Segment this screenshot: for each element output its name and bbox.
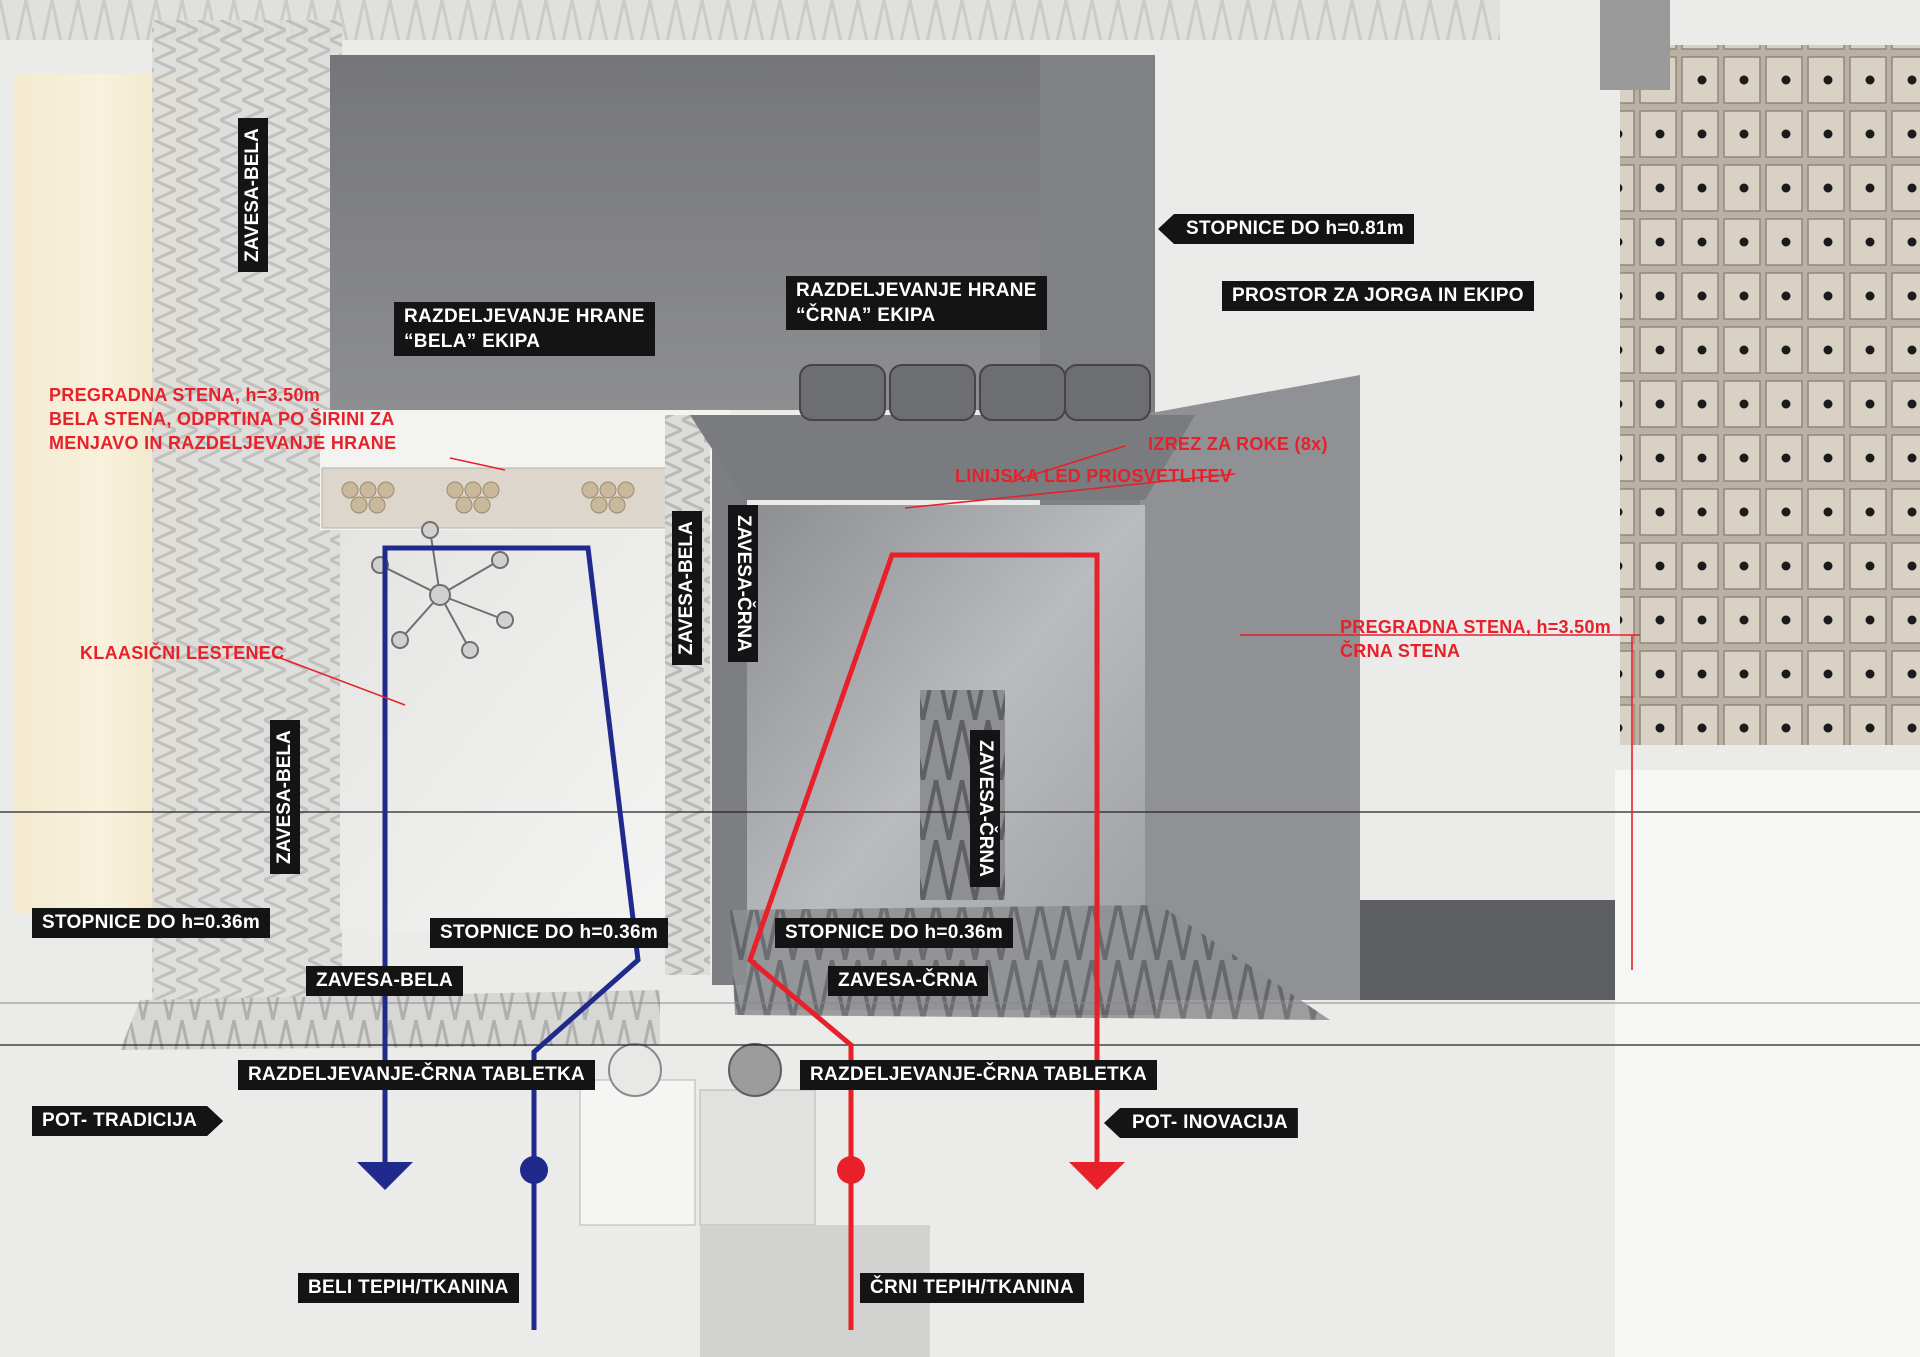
- serving-station-left: [579, 1079, 696, 1226]
- bottom-curtain-white: [120, 990, 660, 1050]
- label-zavesa-bela-mid: ZAVESA-BELA: [672, 511, 702, 665]
- label-pot-inovacija: POT- INOVACIJA: [1104, 1108, 1298, 1138]
- label-razdeljevanje-bela-line2: “BELA” EKIPA: [404, 331, 541, 352]
- path-innovation: [747, 552, 1100, 1330]
- label-stopnice-081: STOPNICE DO h=0.81m: [1158, 214, 1415, 244]
- label-razdeljevanje-crna-line2: “ČRNA” EKIPA: [796, 305, 936, 326]
- path-tradition-start-dot: [520, 1156, 548, 1184]
- annotation-izrez-za-roke: IZREZ ZA ROKE (8x): [1148, 434, 1328, 454]
- dark-room-top: [330, 55, 1155, 410]
- path-tradition: [382, 545, 641, 1330]
- path-innovation-start-dot: [837, 1156, 865, 1184]
- annotation-leaders: [274, 445, 1640, 970]
- right-floor: [1615, 770, 1920, 1357]
- label-pot-tradicija: POT- TRADICIJA: [32, 1106, 223, 1136]
- annotation-pregradna-crna: PREGRADNA STENA, h=3.50m ČRNA STENA: [1340, 615, 1611, 663]
- annotation-pregradna-bela-line1: PREGRADNA STENA, h=3.50m: [49, 385, 321, 405]
- central-curtain-white: [665, 415, 710, 975]
- label-zavesa-bela-left: ZAVESA-BELA: [270, 720, 300, 874]
- serving-counter: [690, 415, 1195, 500]
- right-block-top: [1600, 0, 1670, 90]
- label-zavesa-crna-right: ZAVESA-ČRNA: [970, 730, 1000, 887]
- white-room-floor: [340, 520, 670, 930]
- label-stopnice-036-left: STOPNICE DO h=0.36m: [32, 908, 271, 938]
- label-stopnice-036-center: STOPNICE DO h=0.36m: [430, 918, 669, 948]
- label-zavesa-crna-mid: ZAVESA-ČRNA: [728, 505, 758, 662]
- label-razdeljevanje-bela-line1: RAZDELJEVANJE HRANE: [404, 306, 645, 327]
- label-razdeljevanje-crna-line1: RAZDELJEVANJE HRANE: [796, 280, 1037, 301]
- label-razdeljevanje-bela: RAZDELJEVANJE HRANE “BELA” EKIPA: [394, 302, 655, 356]
- annotation-pregradna-bela-line3: MENJAVO IN RAZDELJEVANJE HRANE: [49, 433, 397, 453]
- label-zavesa-crna-bottom: ZAVESA-ČRNA: [828, 966, 989, 996]
- label-razdeljevanje-crna: RAZDELJEVANJE HRANE “ČRNA” EKIPA: [786, 276, 1047, 330]
- hex-tiles: [341, 481, 635, 514]
- path-tradition-arrow: [357, 1162, 413, 1190]
- annotation-pregradna-bela: PREGRADNA STENA, h=3.50m BELA STENA, ODP…: [49, 383, 396, 455]
- serving-station-right: [699, 1089, 816, 1226]
- annotation-pregradna-bela-line2: BELA STENA, ODPRTINA PO ŠIRINI ZA: [49, 409, 395, 429]
- black-partition-wall: [1140, 375, 1360, 1000]
- cube-wall: [1620, 45, 1920, 745]
- label-zavesa-bela-top: ZAVESA-BELA: [238, 118, 268, 272]
- tablet-dispenser-right: [728, 1043, 782, 1097]
- label-tabletka-right: RAZDELJEVANJE-ČRNA TABLETKA: [800, 1060, 1158, 1090]
- label-zavesa-bela-bottom: ZAVESA-BELA: [306, 966, 464, 996]
- label-crni-tepih: ČRNI TEPIH/TKANINA: [860, 1273, 1084, 1303]
- tablet-dispenser-left: [608, 1043, 662, 1097]
- label-beli-tepih: BELI TEPIH/TKANINA: [298, 1273, 519, 1303]
- central-curtain-black: [712, 415, 747, 985]
- annotation-pregradna-crna-line2: ČRNA STENA: [1340, 641, 1461, 661]
- label-stopnice-036-right: STOPNICE DO h=0.36m: [775, 918, 1014, 948]
- path-innovation-arrow: [1069, 1162, 1125, 1190]
- label-tabletka-left: RAZDELJEVANJE-ČRNA TABLETKA: [238, 1060, 596, 1090]
- chairs: [799, 364, 1151, 421]
- annotation-pregradna-crna-line1: PREGRADNA STENA, h=3.50m: [1340, 617, 1612, 637]
- annotation-klasicni-lestenec: KLAASIČNI LESTENEC: [80, 643, 285, 663]
- annotation-linijska-led: LINIJSKA LED PRIOSVETLITEV: [955, 466, 1233, 486]
- label-prostor-jorga: PROSTOR ZA JORGA IN EKIPO: [1222, 281, 1534, 311]
